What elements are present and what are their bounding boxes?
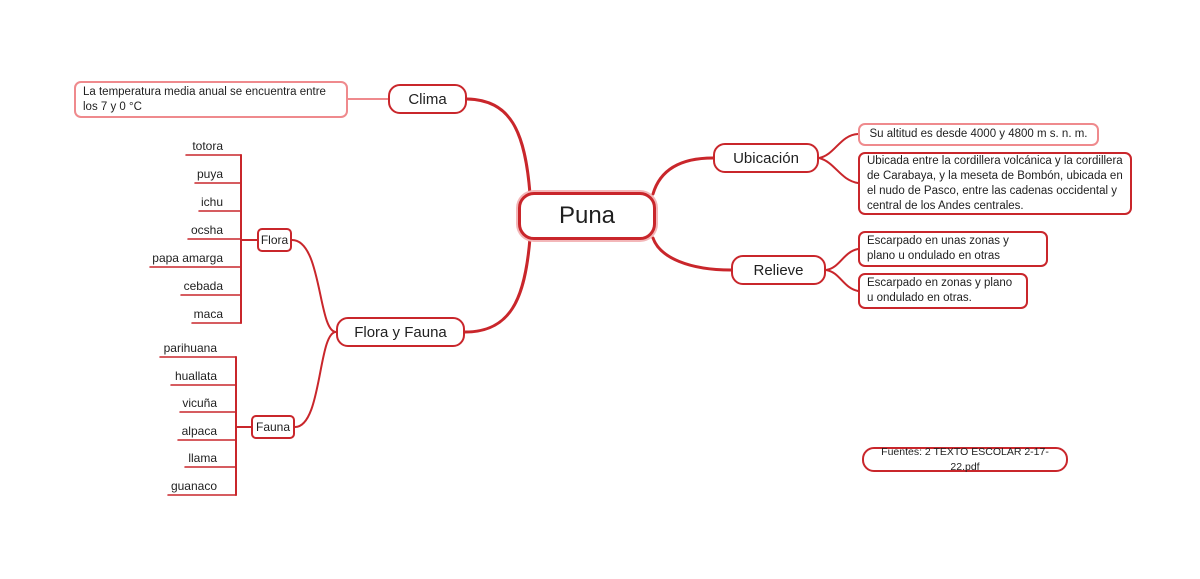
sub-fauna-label: Fauna xyxy=(255,420,291,434)
leaf-fauna-item[interactable]: alpaca xyxy=(181,424,217,438)
flora-underlines xyxy=(149,154,242,324)
edge-puna-florafauna xyxy=(463,236,532,334)
leaf-fauna-item[interactable]: llama xyxy=(188,451,217,465)
central-node[interactable]: Puna xyxy=(518,192,656,240)
sub-flora-label: Flora xyxy=(260,233,289,247)
leaf-flora-item[interactable]: puya xyxy=(196,167,223,181)
edge-puna-ubicacion xyxy=(651,156,715,196)
leaf-fauna-item[interactable]: guanaco xyxy=(170,479,217,493)
branch-relieve[interactable]: Relieve xyxy=(731,255,826,285)
sub-flora[interactable]: Flora xyxy=(257,228,292,252)
edge-florafauna-flora xyxy=(291,239,337,333)
edge-florafauna-fauna xyxy=(294,331,337,428)
edge-ubicacion-note2 xyxy=(818,157,859,184)
leaf-fauna-item[interactable]: huallata xyxy=(174,369,217,383)
branch-ubicacion-label: Ubicación xyxy=(733,149,799,167)
edge-relieve-note2 xyxy=(825,269,859,292)
note-relieve-1-text: Escarpado en unas zonas y plano u ondula… xyxy=(867,235,1009,262)
sub-fauna[interactable]: Fauna xyxy=(251,415,295,439)
leaf-flora-item[interactable]: cebada xyxy=(183,279,223,293)
source-note[interactable]: Fuentes: 2 TEXTO ESCOLAR 2-17-22.pdf xyxy=(862,445,1068,473)
branch-clima[interactable]: Clima xyxy=(388,84,467,114)
note-clima-temperatura[interactable]: La temperatura media anual se encuentra … xyxy=(74,81,348,118)
note-ubicacion-cordillera-text: Ubicada entre la cordillera volcánica y … xyxy=(867,154,1123,212)
leaf-fauna-item[interactable]: parihuana xyxy=(163,341,217,355)
note-relieve-2-text: Escarpado en zonas y plano u ondulado en… xyxy=(867,277,1013,304)
central-label: Puna xyxy=(558,202,616,229)
leaf-flora-item[interactable]: totora xyxy=(192,139,223,153)
edge-puna-relieve xyxy=(651,236,733,272)
note-ubicacion-cordillera[interactable]: Ubicada entre la cordillera volcánica y … xyxy=(858,152,1132,215)
branch-relieve-label: Relieve xyxy=(753,261,804,279)
leaf-flora-item[interactable]: maca xyxy=(193,307,223,321)
note-ubicacion-altitud-text: Su altitud es desde 4000 y 4800 m s. n. … xyxy=(869,128,1088,140)
edge-ubicacion-note1 xyxy=(818,133,859,159)
source-note-text: Fuentes: 2 TEXTO ESCOLAR 2-17-22.pdf xyxy=(881,445,1049,473)
note-relieve-1[interactable]: Escarpado en unas zonas y plano u ondula… xyxy=(858,231,1048,267)
note-clima-text: La temperatura media anual se encuentra … xyxy=(83,85,326,113)
branch-ubicacion[interactable]: Ubicación xyxy=(713,143,819,173)
leaf-flora-item[interactable]: ichu xyxy=(200,195,223,209)
branch-flora-fauna[interactable]: Flora y Fauna xyxy=(336,317,465,347)
note-ubicacion-altitud[interactable]: Su altitud es desde 4000 y 4800 m s. n. … xyxy=(858,123,1099,146)
fauna-underlines xyxy=(159,356,237,496)
leaf-flora-item[interactable]: papa amarga xyxy=(152,251,223,265)
edge-relieve-note1 xyxy=(825,248,859,271)
edge-puna-clima xyxy=(465,97,532,196)
leaf-fauna-item[interactable]: vicuña xyxy=(182,396,217,410)
branch-clima-label: Clima xyxy=(408,90,447,108)
leaf-flora-item[interactable]: ocsha xyxy=(190,223,223,237)
note-relieve-2[interactable]: Escarpado en zonas y plano u ondulado en… xyxy=(858,273,1028,309)
branch-flora-fauna-label: Flora y Fauna xyxy=(354,323,447,341)
